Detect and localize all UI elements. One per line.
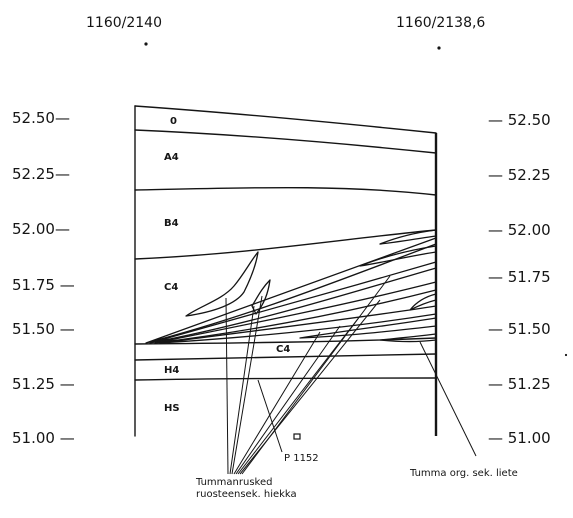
silt-lens-2	[149, 261, 437, 344]
right-elevation-scale: — 52.50 — 52.25 — 52.00 — 51.75 — 51.50 …	[488, 111, 551, 447]
layer-label-b4: B4	[164, 218, 179, 229]
left-point-marker	[144, 42, 148, 46]
right-elev-5250: — 52.50	[488, 111, 551, 129]
leader-line-5	[235, 325, 341, 475]
leader-lines	[225, 275, 477, 475]
silt-lens-9	[379, 333, 437, 343]
rusty-sand-label-line2: ruosteensek. hiekka	[196, 489, 297, 500]
silt-lens-5	[299, 317, 437, 339]
right-point-label: 1160/2138,6	[396, 15, 485, 31]
layer-label-h4: H4	[164, 365, 179, 376]
left-elev-5250: 52.50—	[12, 109, 70, 127]
right-point-marker	[437, 46, 441, 50]
right-elev-5175: — 51.75	[488, 268, 551, 286]
boundary-o-a4	[134, 129, 437, 154]
left-elev-5175: 51.75 —	[12, 276, 75, 294]
left-elev-5150: 51.50 —	[12, 320, 75, 338]
leader-line-8	[241, 275, 391, 475]
silt-leader-line	[419, 341, 477, 457]
right-elev-5225: — 52.25	[488, 166, 551, 184]
layer-label-hs: HS	[164, 403, 180, 414]
silt-lens-6	[379, 229, 437, 245]
stray-mark	[564, 353, 568, 357]
sample-leader-line	[257, 379, 283, 453]
right-elev-5200: — 52.00	[488, 221, 551, 239]
layer-label-c4-upper: C4	[164, 282, 178, 293]
left-elev-5200: 52.00—	[12, 220, 70, 238]
rusty-sand-lens-1	[185, 251, 259, 317]
left-elev-5225: 52.25—	[12, 165, 70, 183]
layer-label-a4: A4	[164, 152, 179, 163]
silt-lens-1	[145, 237, 437, 344]
right-elev-5100: — 51.00	[488, 429, 551, 447]
layer-label-o: 0	[170, 116, 177, 127]
sample-marker	[293, 433, 301, 440]
leader-line-3	[231, 295, 263, 475]
silt-lens-3	[154, 281, 437, 344]
right-elev-5125: — 51.25	[488, 375, 551, 393]
left-point-label: 1160/2140	[86, 15, 162, 31]
boundary-a4-b4	[134, 186, 437, 196]
leader-line-6	[237, 315, 361, 475]
boundary-c4-h4	[134, 353, 437, 361]
boundary-b4-c4	[134, 229, 437, 260]
silt-lens-8	[409, 293, 437, 311]
boundary-h4-hs	[134, 377, 437, 381]
rusty-sand-label-line1: Tummanrusked	[195, 477, 272, 488]
ground-surface-line	[134, 105, 437, 134]
leader-line-1	[225, 297, 229, 475]
left-elev-5100: 51.00 —	[12, 429, 75, 447]
boundary-c4-h4-top	[134, 337, 437, 345]
sample-label: P 1152	[284, 453, 319, 464]
leader-line-2	[229, 305, 255, 475]
dark-silt-label: Tumma org. sek. liete	[409, 468, 518, 479]
layer-label-c4-lower: C4	[276, 344, 290, 355]
silt-lens-7	[359, 245, 437, 267]
left-elev-5125: 51.25 —	[12, 375, 75, 393]
silt-lenses	[145, 229, 437, 344]
left-elevation-scale: 52.50— 52.25— 52.00— 51.75 — 51.50 — 51.…	[12, 109, 75, 447]
leader-line-4	[233, 331, 321, 475]
right-elev-5150: — 51.50	[488, 320, 551, 338]
